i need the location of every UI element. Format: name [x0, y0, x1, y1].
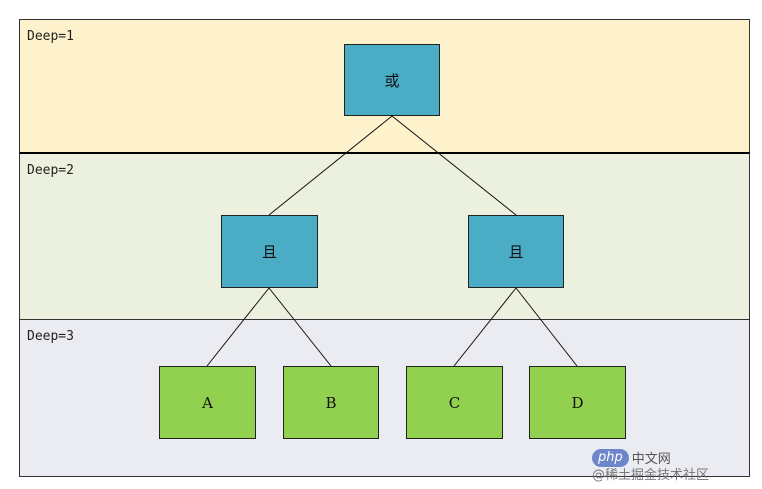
- node-leaf-b: B: [283, 366, 379, 439]
- level-label-3: Deep=3: [27, 329, 74, 344]
- node-and-right: 且: [468, 215, 564, 288]
- watermark-php: php 中文网: [592, 448, 671, 467]
- level-label-2: Deep=2: [27, 163, 74, 178]
- php-badge: php: [592, 448, 629, 467]
- watermark-community: @稀土掘金技术社区: [592, 468, 710, 483]
- level-label-1: Deep=1: [27, 29, 74, 44]
- node-leaf-d: D: [529, 366, 626, 439]
- level-band-2: Deep=2: [19, 152, 750, 320]
- php-site-text: 中文网: [631, 452, 671, 467]
- node-and-left: 且: [221, 215, 318, 288]
- node-or-root: 或: [344, 44, 440, 116]
- level-band-3: Deep=3: [19, 319, 750, 477]
- node-leaf-c: C: [406, 366, 503, 439]
- node-leaf-a: A: [159, 366, 256, 439]
